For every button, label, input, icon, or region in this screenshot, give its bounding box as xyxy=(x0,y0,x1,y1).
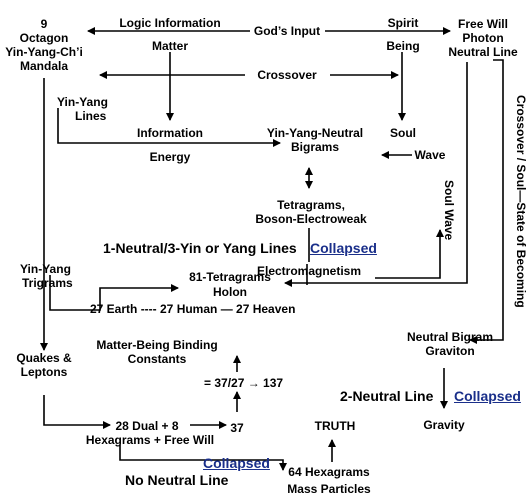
label-mandala: Mandala xyxy=(19,59,69,73)
arrow-dual-to-64 xyxy=(119,445,287,471)
label-gravity: Gravity xyxy=(423,418,465,432)
label-tetragrams81-2: Holon xyxy=(213,285,247,299)
label-soul-wave-vertical: Soul Wave xyxy=(442,180,456,241)
label-tetragrams-2: Boson-Electroweak xyxy=(255,212,367,226)
label-being: Being xyxy=(386,39,420,53)
label-soul: Soul xyxy=(390,126,416,140)
label-gods-input: God’s Input xyxy=(253,24,321,38)
label-electromagnetism: Electromagnetism xyxy=(256,264,362,278)
label-tetragrams-1: Tetragrams, xyxy=(277,198,345,212)
arrow-photon-to-tetragrams xyxy=(284,62,468,287)
label-quakes-2: Leptons xyxy=(20,365,68,379)
label-two-neutral: 2-Neutral Line xyxy=(340,388,434,404)
label-thirty-seven: 37 xyxy=(230,421,244,435)
label-dual-1: 28 Dual + 8 xyxy=(115,419,179,433)
label-information: Information xyxy=(137,126,203,140)
label-octagon: Octagon xyxy=(19,31,69,45)
label-photon: Photon xyxy=(462,31,504,45)
collapsed-link-2[interactable]: Collapsed xyxy=(454,388,521,404)
arrow-quakes-to-dual xyxy=(43,395,111,429)
label-neutral-line: Neutral Line xyxy=(448,45,518,59)
label-free-will: Free Will xyxy=(458,17,508,31)
arrow-trigrams-to-tetragrams xyxy=(49,275,179,311)
label-yy-trigrams-1: Yin-Yang xyxy=(20,262,71,276)
label-logic-information: Logic Information xyxy=(119,16,221,30)
label-nine: 9 xyxy=(40,17,48,31)
label-no-neutral: No Neutral Line xyxy=(125,472,229,488)
label-yin-yang-chi: Yin-Yang-Ch’i xyxy=(5,45,83,59)
collapsed-link-1[interactable]: Collapsed xyxy=(310,240,377,256)
label-side-vertical: Crossover / Soul—State of Becoming xyxy=(514,95,528,308)
label-yy-trigrams-2: Trigrams xyxy=(22,276,73,290)
label-wave: Wave xyxy=(414,148,446,162)
label-bigrams-2: Bigrams xyxy=(290,140,340,154)
label-matter: Matter xyxy=(151,39,189,53)
arrow-photon-right-down xyxy=(469,59,504,344)
label-binding-1: Matter-Being Binding xyxy=(96,338,218,352)
label-bigrams-1: Yin-Yang-Neutral xyxy=(266,126,364,140)
arrow-holon-to-soul xyxy=(375,229,444,279)
label-ratio: = 37/27 → 137 xyxy=(204,376,284,390)
arrow-lines-to-bigrams xyxy=(57,108,281,147)
label-hex64-2: Mass Particles xyxy=(287,482,371,496)
label-quakes-1: Quakes & xyxy=(16,351,72,365)
label-energy: Energy xyxy=(149,150,191,164)
label-crossover: Crossover xyxy=(257,68,317,82)
label-truth: TRUTH xyxy=(314,419,356,433)
label-yin-yang-lines-1: Yin-Yang xyxy=(57,95,108,109)
label-dual-2: Hexagrams + Free Will xyxy=(85,433,215,447)
label-one-neutral: 1-Neutral/3-Yin or Yang Lines xyxy=(103,240,297,256)
label-hex64-1: 64 Hexagrams xyxy=(288,465,370,479)
label-binding-2: Constants xyxy=(127,352,187,366)
label-yin-yang-lines-2: Lines xyxy=(75,109,107,123)
label-tetragrams81-1: 81-Tetragrams xyxy=(189,270,271,284)
label-neutral-bigram-1: Neutral Bigram xyxy=(406,330,494,344)
collapsed-link-3[interactable]: Collapsed xyxy=(203,455,270,471)
label-neutral-bigram-2: Graviton xyxy=(425,344,475,358)
label-spirit: Spirit xyxy=(387,16,419,30)
label-earth-human-heaven: 27 Earth ---- 27 Human — 27 Heaven xyxy=(90,302,296,316)
